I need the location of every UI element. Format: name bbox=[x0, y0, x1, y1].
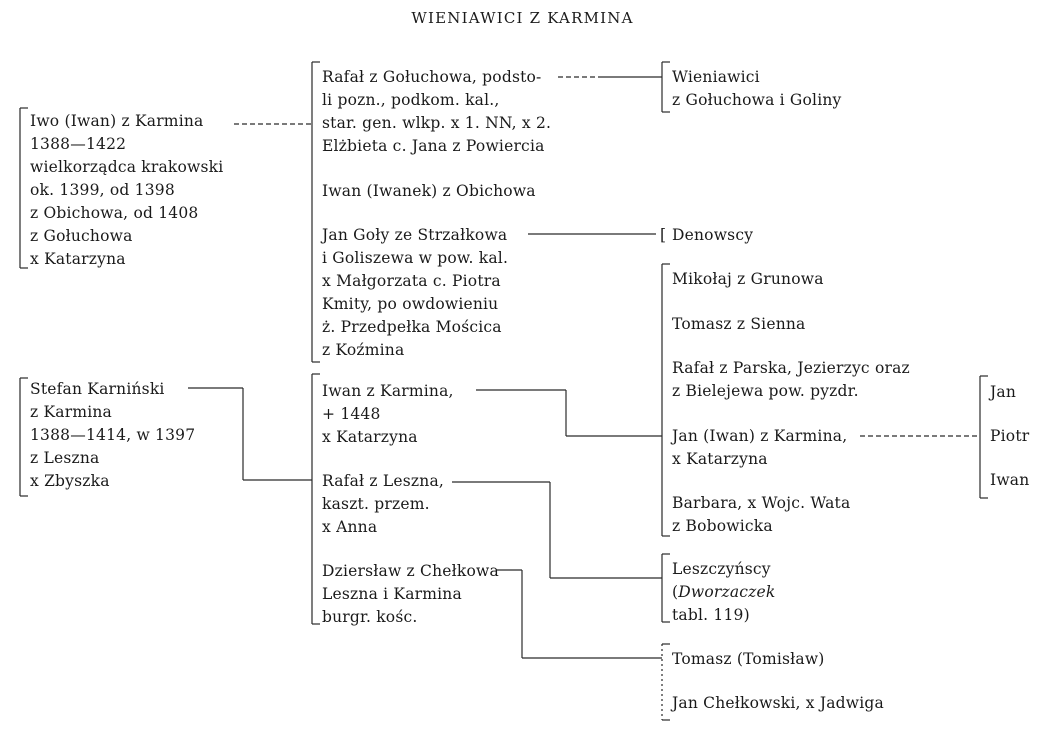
jan-chelkowski: Jan Chełkowski, x Jadwiga bbox=[672, 694, 884, 712]
iwan-karmin-spouse: x Katarzyna bbox=[322, 428, 418, 446]
wieniawici-line2: z Gołuchowa i Goliny bbox=[672, 91, 842, 109]
rafal-leszna-name: Rafał z Leszna, bbox=[322, 472, 445, 490]
dzierslaw-name: Dziersław z Chełkowa bbox=[322, 562, 499, 580]
iwan-obichow: Iwan (Iwanek) z Obichowa bbox=[322, 182, 536, 200]
tomasz-sienna: Tomasz z Sienna bbox=[672, 315, 806, 333]
jan-iwan-spouse: x Katarzyna bbox=[672, 450, 768, 468]
iwo-name: Iwo (Iwan) z Karmina bbox=[30, 112, 204, 130]
jan-goly-line4: Kmity, po owdowieniu bbox=[322, 295, 499, 313]
iwan-karmin-name: Iwan z Karmina, bbox=[322, 382, 454, 400]
stefan-origin: z Karmina bbox=[30, 403, 113, 421]
jan-goly-line1: Jan Goły ze Strzałkowa bbox=[322, 226, 508, 244]
genealogy-title: WIENIAWICI Z KARMINA bbox=[411, 9, 634, 27]
iwo-office: wielkorządca krakowski bbox=[30, 158, 224, 176]
stefan-leszno: z Leszna bbox=[30, 449, 100, 467]
iwo-goluchow: z Gołuchowa bbox=[30, 227, 133, 245]
jan-goly-line3: x Małgorzata c. Piotra bbox=[322, 272, 501, 290]
son-jan: Jan bbox=[990, 383, 1017, 401]
son-iwan: Iwan bbox=[990, 471, 1030, 489]
denowscy-bracket: [ bbox=[660, 226, 667, 244]
stefan-years: 1388—1414, w 1397 bbox=[30, 426, 196, 444]
mikolaj: Mikołaj z Grunowa bbox=[672, 270, 824, 288]
leszczynscy-ref: (Dworzaczek bbox=[672, 581, 776, 604]
jan-iwan-name: Jan (Iwan) z Karmina, bbox=[672, 427, 848, 445]
rafal-parska-line2: z Bielejewa pow. pyzdr. bbox=[672, 382, 859, 400]
rafal-goluchow-line4: Elżbieta c. Jana z Powiercia bbox=[322, 137, 545, 155]
stefan-spouse: x Zbyszka bbox=[30, 472, 110, 490]
wieniawici-line1: Wieniawici bbox=[672, 68, 760, 86]
rafal-goluchow-line2: li pozn., podkom. kal., bbox=[322, 91, 500, 109]
leszczynscy: Leszczyńscy bbox=[672, 560, 771, 578]
iwo-office-date: ok. 1399, od 1398 bbox=[30, 181, 175, 199]
jan-goly-line2: i Goliszewa w pow. kal. bbox=[322, 249, 509, 267]
tomasz-tomislaw: Tomasz (Tomisław) bbox=[672, 650, 825, 668]
rafal-parska-line1: Rafał z Parska, Jezierzyc oraz bbox=[672, 359, 910, 377]
leszczynscy-table: tabl. 119) bbox=[672, 606, 750, 624]
ref-dworzaczek: Dworzaczek bbox=[678, 583, 776, 601]
rafal-goluchow-line1: Rafał z Gołuchowa, podsto- bbox=[322, 68, 542, 86]
rafal-goluchow-line3: star. gen. wlkp. x 1. NN, x 2. bbox=[322, 114, 552, 132]
barbara-line1: Barbara, x Wojc. Wata bbox=[672, 494, 851, 512]
jan-goly-line5: ż. Przedpełka Mościca bbox=[322, 318, 502, 336]
denowscy: Denowscy bbox=[672, 226, 754, 244]
dzierslaw-estates: Leszna i Karmina bbox=[322, 585, 462, 603]
rafal-leszna-office: kaszt. przem. bbox=[322, 495, 430, 513]
iwo-spouse: x Katarzyna bbox=[30, 250, 126, 268]
iwan-karmin-death: + 1448 bbox=[322, 405, 381, 423]
barbara-line2: z Bobowicka bbox=[672, 517, 773, 535]
rafal-leszna-spouse: x Anna bbox=[322, 518, 378, 536]
iwo-obichow: z Obichowa, od 1408 bbox=[30, 204, 199, 222]
stefan-name: Stefan Karniński bbox=[30, 380, 165, 398]
ref-open-paren: ( bbox=[672, 583, 679, 601]
dzierslaw-office: burgr. kośc. bbox=[322, 608, 418, 626]
iwo-years: 1388—1422 bbox=[30, 135, 127, 153]
jan-goly-line6: z Koźmina bbox=[322, 341, 405, 359]
son-piotr: Piotr bbox=[990, 427, 1030, 445]
